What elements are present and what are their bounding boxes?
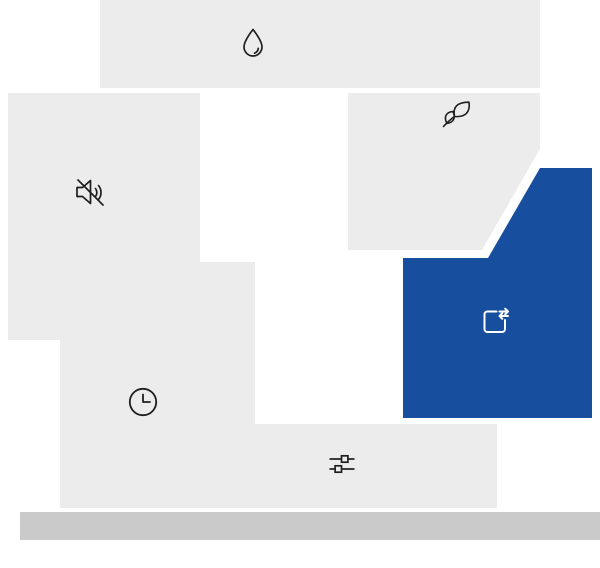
bottom-bar xyxy=(20,512,600,540)
sliders-icon xyxy=(327,451,357,477)
clock-icon xyxy=(125,384,161,420)
tile-water[interactable] xyxy=(100,0,540,88)
water-drop-icon xyxy=(240,27,266,59)
tile-options[interactable] xyxy=(200,424,497,508)
remote-start-swap-icon xyxy=(475,302,515,342)
speaker-muted-icon xyxy=(70,173,110,211)
leaf-icon xyxy=(439,98,475,130)
